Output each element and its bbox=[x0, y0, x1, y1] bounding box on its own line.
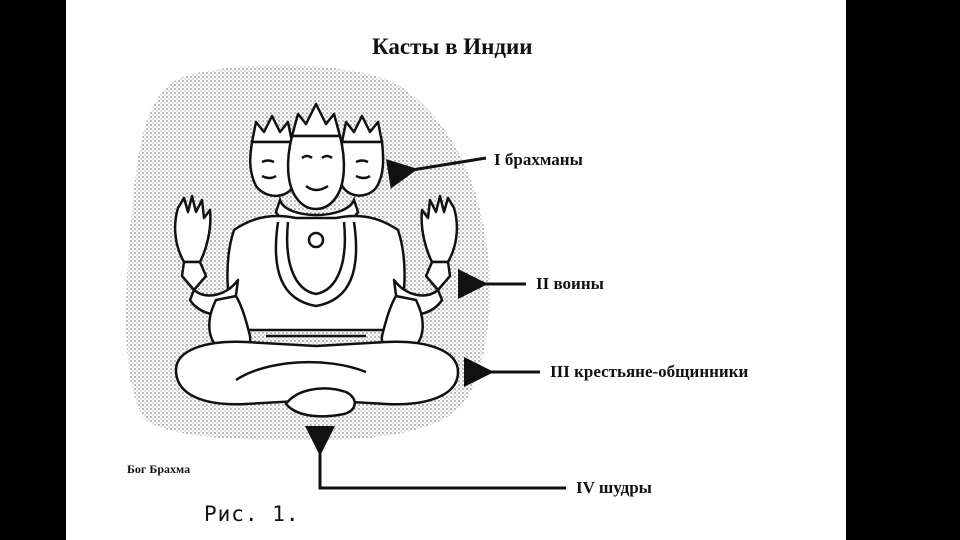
page-title: Касты в Индии bbox=[372, 34, 533, 59]
caste-label-1: I брахманы bbox=[494, 150, 583, 169]
arrow-caste1 bbox=[385, 156, 487, 189]
crossed-legs bbox=[174, 334, 460, 418]
slide: Касты в Индии bbox=[66, 0, 846, 540]
lower-arms bbox=[208, 294, 424, 357]
arrow-caste4 bbox=[305, 426, 566, 490]
raised-arms bbox=[173, 194, 459, 316]
caste-label-3: III крестьяне-общинники bbox=[550, 362, 749, 381]
caste-label-2: II воины bbox=[536, 274, 604, 293]
figure-caption: Рис. 1. bbox=[204, 502, 300, 526]
figure-label: Бог Брахма bbox=[127, 462, 191, 476]
brahma-illustration bbox=[126, 65, 566, 490]
caste-label-4: IV шудры bbox=[576, 478, 652, 497]
crowns bbox=[250, 102, 384, 144]
torso bbox=[226, 214, 406, 332]
central-face bbox=[286, 134, 346, 211]
caste-arrows bbox=[305, 156, 566, 490]
